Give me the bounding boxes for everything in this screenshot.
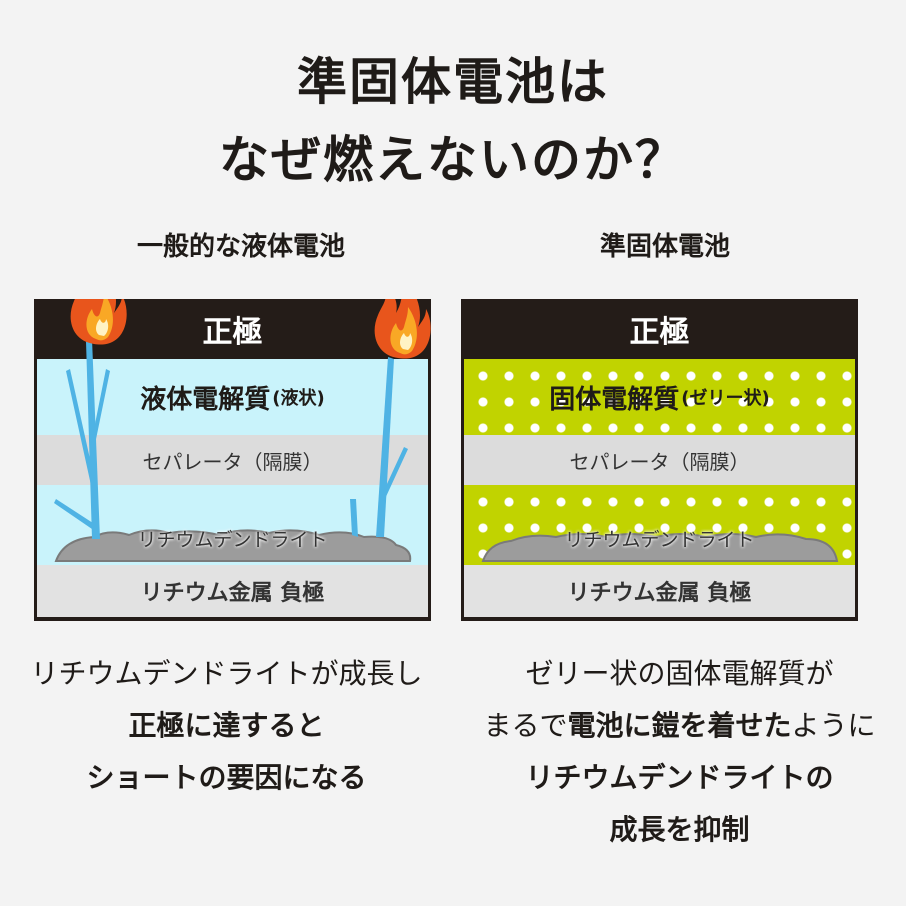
right-electrolyte-top (464, 359, 855, 435)
left-caption-line1: リチウムデンドライトが成長し (30, 657, 423, 690)
main-title-line2: なぜ燃えないのか？ (219, 131, 687, 189)
left-caption-line2: 正極に達すると (128, 709, 325, 742)
left-electrolyte-label: 液体電解質(液状) (37, 359, 428, 435)
right-caption: ゼリー状の固体電解質が まるで電池に鎧を着せたように リチウムデンドライトの 成… (453, 648, 906, 856)
dendrite-icon (350, 357, 408, 537)
left-electrolyte-name: 液体電解質 (140, 384, 271, 415)
dendrite-icon (54, 339, 110, 539)
right-electrolyte-note: (ゼリー状) (681, 388, 770, 409)
right-separator-layer: セパレータ（隔膜） (464, 435, 855, 485)
lithium-deposit-icon (54, 529, 412, 562)
lithium-deposit-icon (481, 533, 839, 562)
liquid-battery-diagram: 正極 セパレータ（隔膜） リチウム金属 負極 液 (34, 299, 431, 621)
main-title-line1: 準固体電池は (297, 53, 609, 111)
fire-icon (374, 299, 431, 359)
left-panel-heading: 一般的な液体電池 (136, 232, 345, 262)
left-dendrite-overlay (54, 299, 431, 562)
right-caption-line1: ゼリー状の固体電解質が (525, 657, 834, 690)
right-caption-line2-prefix: まるで (483, 709, 568, 742)
right-anode-layer: 正極 (629, 315, 690, 350)
left-dendrite-label: リチウムデンドライト (137, 529, 328, 551)
semi-solid-battery-diagram: 正極 セパレータ（隔膜） リチウム金属 負極 固体電解質(ゼリー状) リチウムデ… (461, 299, 858, 621)
left-separator-layer: セパレータ（隔膜） (37, 435, 428, 485)
left-caption-line3: ショートの要因になる (86, 761, 367, 794)
right-panel-heading: 準固体電池 (599, 232, 730, 262)
right-caption-line4: 成長を抑制 (609, 813, 750, 846)
right-caption-line2: まるで電池に鎧を着せたように (453, 700, 906, 752)
left-cathode-layer: リチウム金属 負極 (37, 565, 428, 617)
left-anode-layer: 正極 (202, 315, 263, 350)
right-electrolyte-name: 固体電解質 (549, 384, 680, 415)
right-caption-line2-suffix: ように (791, 709, 876, 742)
right-caption-line3: リチウムデンドライトの (525, 761, 834, 794)
right-cathode-layer: リチウム金属 負極 (464, 565, 855, 617)
right-deposit-overlay (481, 533, 839, 562)
right-dendrite-label: リチウムデンドライト (564, 529, 755, 551)
right-caption-line2-emphasis: 電池に鎧を着せた (567, 709, 792, 742)
left-electrolyte-note: (液状) (272, 388, 325, 409)
right-electrolyte-label: 固体電解質(ゼリー状) (464, 359, 855, 435)
fire-icon (70, 299, 127, 345)
left-caption: リチウムデンドライトが成長し 正極に達すると ショートの要因になる (0, 648, 453, 804)
